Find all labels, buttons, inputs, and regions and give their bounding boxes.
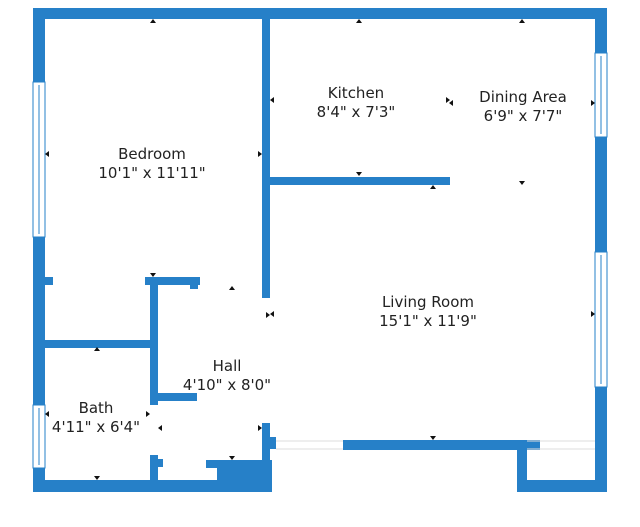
room-name: Dining Area — [479, 88, 567, 106]
room-bedroom: Bedroom 10'1" x 11'11" — [98, 145, 205, 183]
dimension-markers — [45, 19, 595, 480]
windows — [32, 52, 608, 469]
walls — [33, 8, 607, 492]
room-dimensions: 4'10" x 8'0" — [182, 376, 272, 394]
room-dimensions: 8'4" x 7'3" — [316, 103, 396, 121]
room-dimensions: 4'11" x 6'4" — [51, 418, 141, 436]
room-name: Bath — [78, 399, 114, 417]
room-dining-area: Dining Area 6'9" x 7'7" — [479, 88, 567, 126]
room-name: Hall — [212, 357, 242, 375]
room-name: Bedroom — [118, 145, 186, 163]
room-dimensions: 6'9" x 7'7" — [483, 107, 563, 125]
room-bath: Bath 4'11" x 6'4" — [52, 399, 140, 437]
room-kitchen: Kitchen 8'4" x 7'3" — [317, 84, 396, 122]
room-name: Kitchen — [327, 84, 385, 102]
room-hall: Hall 4'10" x 8'0" — [183, 357, 271, 395]
room-name: Living Room — [381, 293, 475, 311]
room-living-room: Living Room 15'1" x 11'9" — [379, 293, 477, 331]
room-dimensions: 10'1" x 11'11" — [98, 164, 206, 182]
room-dimensions: 15'1" x 11'9" — [379, 312, 477, 330]
